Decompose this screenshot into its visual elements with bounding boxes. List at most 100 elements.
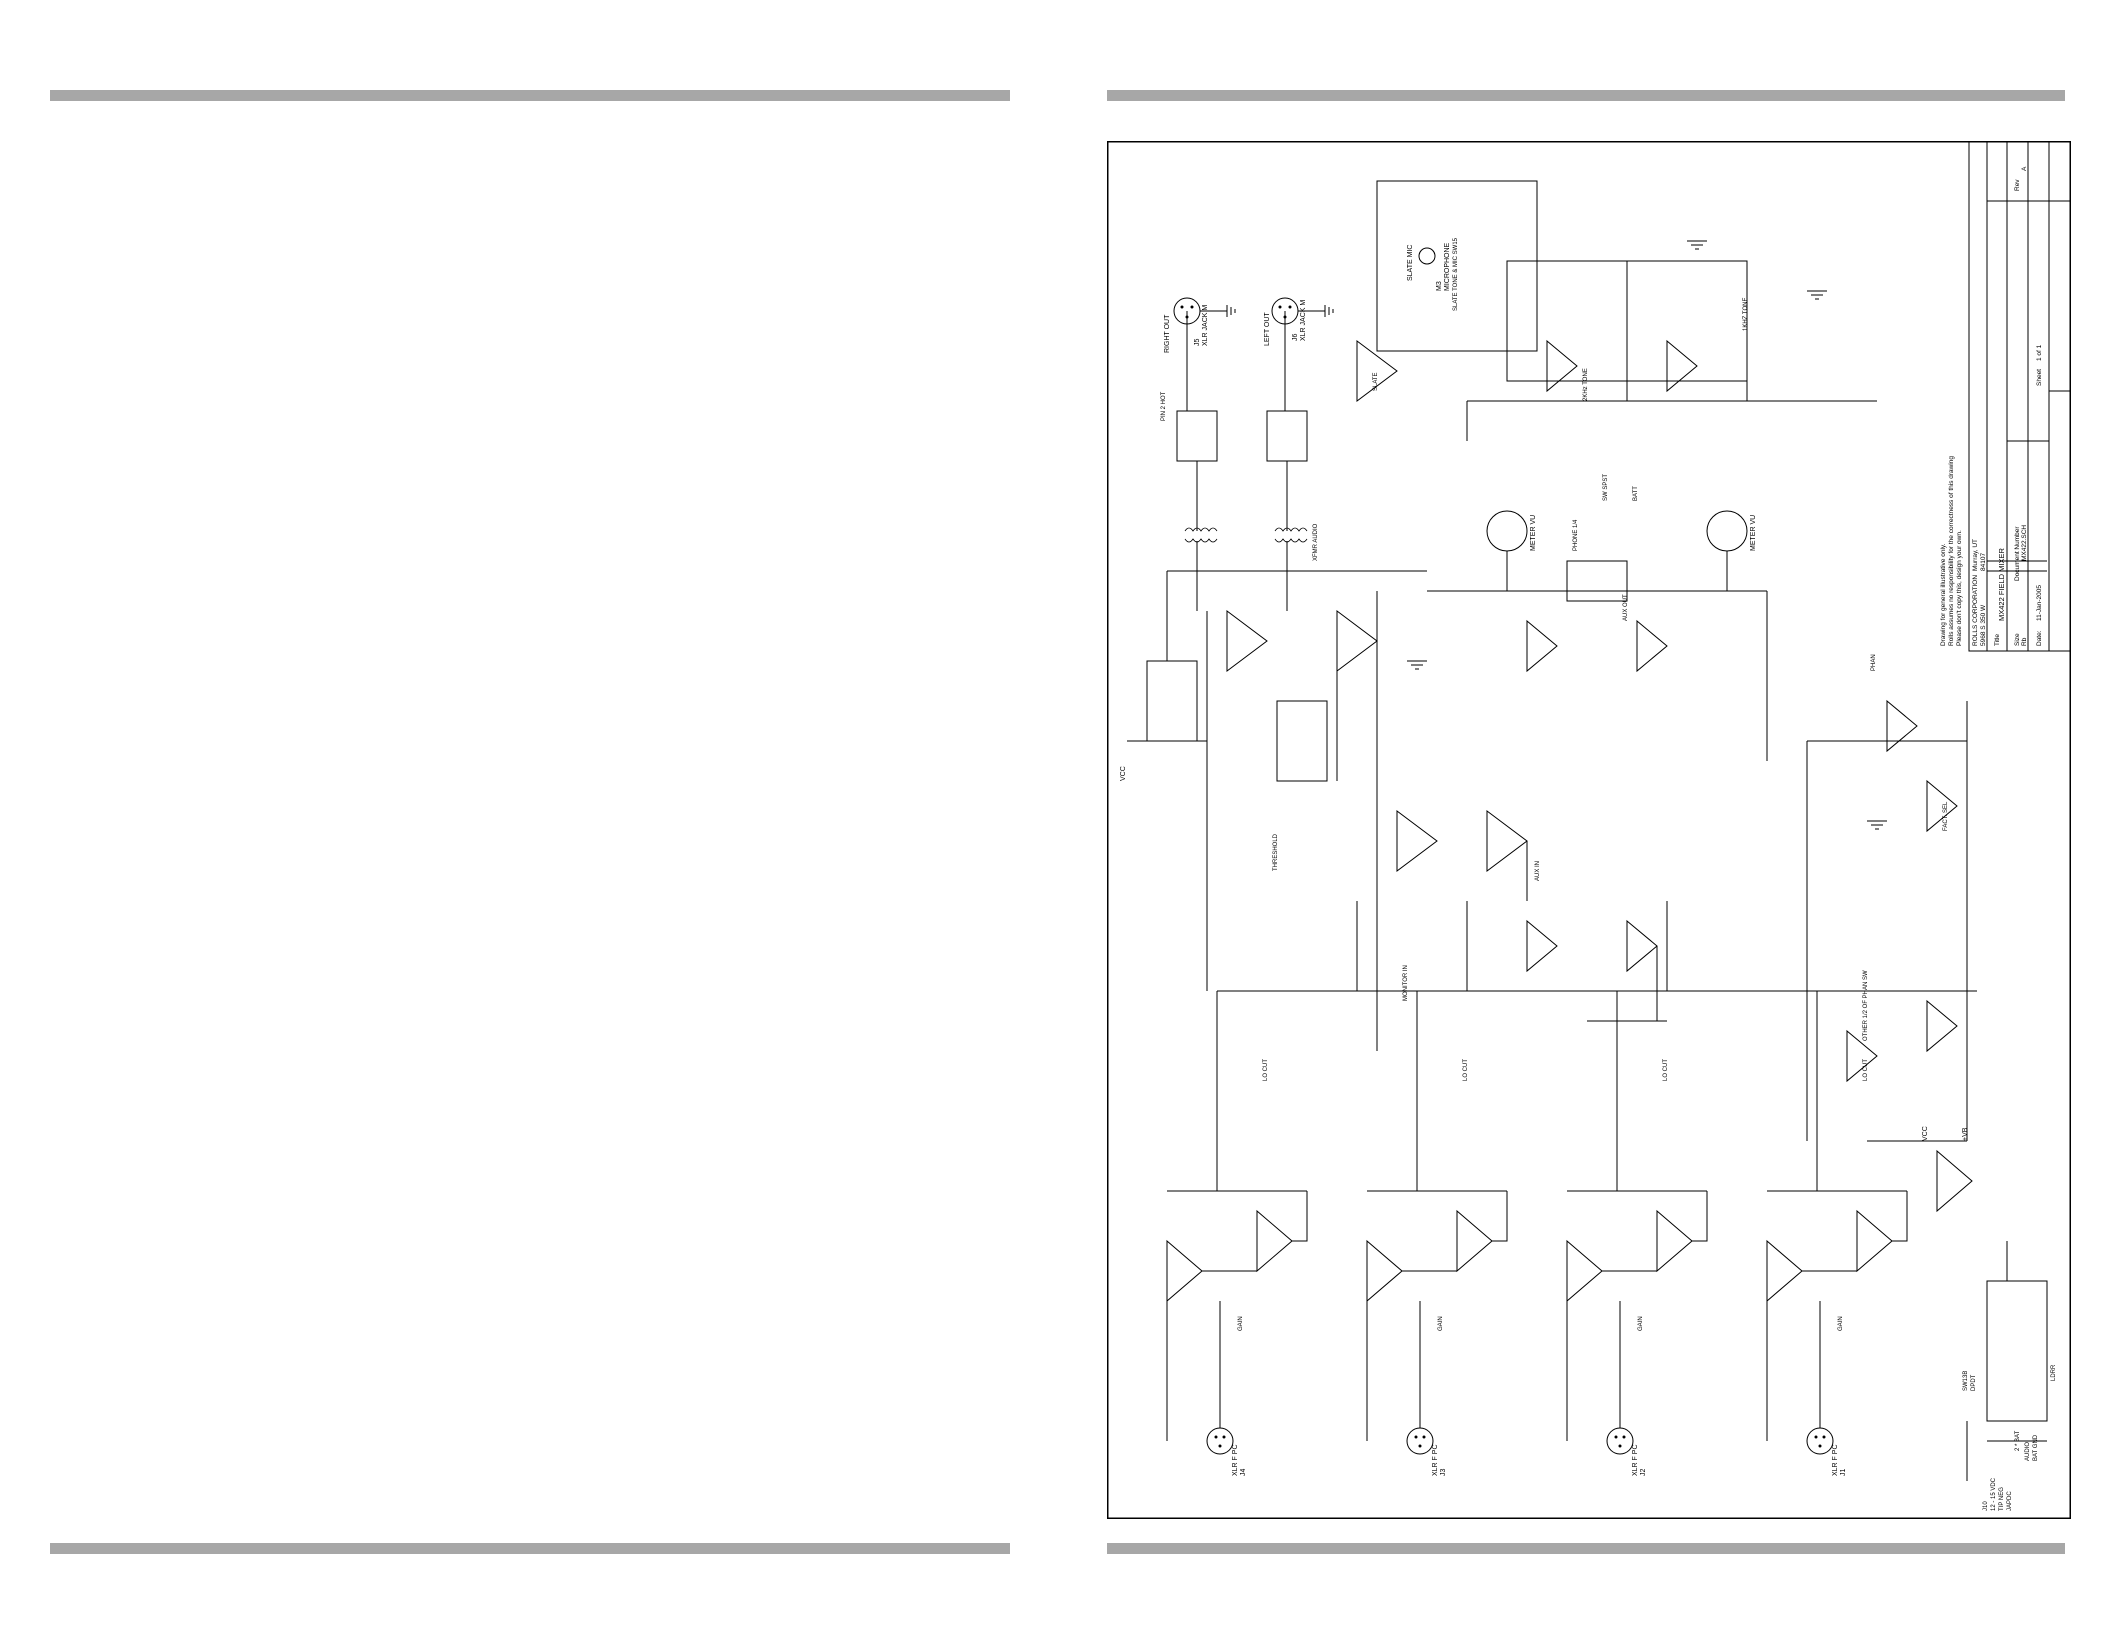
slate-section: SLATE MIC MICROPHONE M3 SLATE TONE & MIC… <box>1356 180 1877 441</box>
vb-power-label: +VB <box>1962 1127 1969 1141</box>
channel-2-gain: GAIN <box>1438 1316 1444 1331</box>
xfmr-audio-label: XFMR AUDIO <box>1313 523 1319 561</box>
monitor-in-label: MONITOR IN <box>1403 965 1409 1001</box>
size-value: Rb <box>2021 637 2028 646</box>
power-volts: 12 - 15 VDC <box>1991 1477 1997 1511</box>
microphone-label: MICROPHONE <box>1444 242 1451 291</box>
opamp-limiter-a-icon <box>1226 610 1268 672</box>
fact-sel-label: FACT. SEL <box>1943 801 1949 831</box>
opamp-aux-b-icon <box>1486 810 1528 872</box>
opamp-meter-a-icon <box>1526 619 1558 673</box>
doc-number-value: MX422.SCH <box>2021 525 2028 561</box>
vcc-power-label: VCC <box>1922 1126 1929 1141</box>
power-2-bat: 2 * BAT <box>2015 1430 2021 1451</box>
mix-bus <box>1216 990 1977 1191</box>
opamp-phan-b-icon <box>1926 779 1958 833</box>
right-page-top-rule <box>1107 90 2065 101</box>
other-phan-label: OTHER 1/2 OF PHAN SW <box>1863 970 1869 1041</box>
rev-value: A <box>2021 166 2028 171</box>
opamp-mon-b-icon <box>1626 919 1658 973</box>
channel-4-lo-cut: LO CUT <box>1863 1059 1869 1081</box>
opamp-limiter-b-icon <box>1336 610 1378 672</box>
slate-mic-label: SLATE MIC <box>1407 245 1414 281</box>
channel-2-jack: XLR F PC <box>1432 1444 1439 1476</box>
channel-3-gain: GAIN <box>1638 1316 1644 1331</box>
channel-1-stage-icon <box>1256 1209 1293 1273</box>
power-audio: AUDIO <box>2025 1442 2031 1461</box>
input-channel-2: XLR F PC J3 LO CUT GAIN <box>1366 1059 1508 1476</box>
right-page-bottom-rule <box>1107 1543 2065 1554</box>
ground-symbols <box>1407 240 1887 830</box>
power-tip: TIP NEG <box>1999 1487 2005 1511</box>
channel-3-stage-icon <box>1656 1209 1693 1273</box>
opamp-tone-b-icon <box>1666 339 1698 393</box>
meter-section: METER VU METER VU PHONE 1/4 AUX OUT BATT… <box>1427 474 1768 761</box>
rev-label: Rev <box>2014 179 2021 191</box>
opamp-meter-b-icon <box>1636 619 1668 673</box>
power-bat-gnd: BAT GND <box>2033 1434 2039 1461</box>
size-label: Size <box>2014 633 2021 646</box>
channel-3-lo-cut: LO CUT <box>1663 1059 1669 1081</box>
title-block: ROLLS CORPORATION 5968 S 350 W 84107 Mur… <box>1940 141 2071 652</box>
aux-monitor-section: AUX IN MONITOR IN <box>1376 591 1667 1051</box>
channel-1-gain: GAIN <box>1238 1316 1244 1331</box>
power-ldr: LDRR <box>2051 1364 2057 1381</box>
aux-in-label: AUX IN <box>1535 861 1541 881</box>
batt-label: BATT <box>1633 486 1639 501</box>
disclaimer-2: Rolls assumes no responsibility for the … <box>1948 456 1955 646</box>
doc-number-label: Document Number <box>2014 526 2021 581</box>
opamp-phan-d-icon <box>1846 1029 1878 1083</box>
vtl5c3-b-icon <box>1276 700 1328 782</box>
title-block-address: 5968 S 350 W <box>1980 604 1987 646</box>
mic-ref: M3 <box>1436 281 1443 291</box>
output-transformers: XFMR AUDIO <box>1167 311 1427 611</box>
right-pin-hot: PIN 2 HOT <box>1161 391 1167 421</box>
channel-4-jack: XLR F PC <box>1832 1444 1839 1476</box>
title-block-zip: 84107 <box>1980 553 1987 571</box>
power-jack-ref: J10 <box>1983 1501 1989 1511</box>
right-jack-type: XLR JACK M <box>1202 305 1209 346</box>
power-input-section: J10 12 - 15 VDC TIP NEG JAPDC BAT GND 2 … <box>1922 1126 2057 1511</box>
channel-3-jack: XLR F PC <box>1632 1444 1639 1476</box>
input-channel-1: XLR F PC J4 LO CUT GAIN <box>1166 1059 1308 1477</box>
channel-4-preamp-icon <box>1766 1239 1803 1303</box>
sw-spst-label: SW SPST <box>1603 474 1609 501</box>
right-jack-ref: J5 <box>1194 339 1201 347</box>
circuit-schematic: ROLLS CORPORATION 5968 S 350 W 84107 Mur… <box>1107 141 2071 1519</box>
title-block-city: Murray, UT <box>1972 539 1979 571</box>
tone-2k-label: 2KHz TONE <box>1583 368 1589 401</box>
channel-1-jack: XLR F PC <box>1232 1444 1239 1476</box>
vcc-left-label: VCC <box>1120 766 1127 781</box>
channel-4-stage-icon <box>1856 1209 1893 1273</box>
date-label: Date: <box>2036 630 2043 646</box>
channel-2-lo-cut: LO CUT <box>1463 1059 1469 1081</box>
opamp-tone-a-icon <box>1546 339 1578 393</box>
channel-4-ref: J1 <box>1840 1469 1847 1477</box>
disclaimer-1: Drawing for general illustrative only. <box>1940 543 1947 646</box>
sheet-label: Sheet <box>2036 369 2043 386</box>
power-japdc: JAPDC <box>2007 1491 2013 1511</box>
channel-2-preamp-icon <box>1366 1239 1403 1303</box>
sheet-value: 1 of 1 <box>2036 344 2043 361</box>
schematic-frame <box>1107 141 2071 1519</box>
left-page-top-rule <box>50 90 1010 101</box>
threshold-label: THRESHOLD <box>1273 833 1279 871</box>
meter-vu-1-label: METER VU <box>1530 515 1537 551</box>
left-out-label: LEFT OUT <box>1264 312 1271 346</box>
channel-1-ref: J4 <box>1240 1469 1247 1477</box>
power-dpdt: DPDT <box>1971 1374 1977 1391</box>
drawing-title: MX422 FIELD MIXER <box>1997 547 2006 621</box>
phantom-power-section: PHAN FACT. SEL OTHER 1/2 OF PHAN SW <box>1806 560 2047 1142</box>
left-jack-type: XLR JACK M <box>1300 300 1307 341</box>
meter-vu-2-label: METER VU <box>1750 515 1757 551</box>
limiter-section: THRESHOLD VCC <box>1120 571 1378 961</box>
opamp-power-icon <box>1936 1149 1973 1213</box>
opamp-slate-icon <box>1356 340 1398 402</box>
channel-1-lo-cut: LO CUT <box>1263 1059 1269 1081</box>
channel-4-gain: GAIN <box>1838 1316 1844 1331</box>
opamp-aux-a-icon <box>1396 810 1438 872</box>
phone-jack-label: PHONE 1/4 <box>1573 519 1579 551</box>
power-switch: SW13B <box>1963 1371 1969 1391</box>
right-out-label: RIGHT OUT <box>1164 314 1171 353</box>
channel-3-preamp-icon <box>1566 1239 1603 1303</box>
